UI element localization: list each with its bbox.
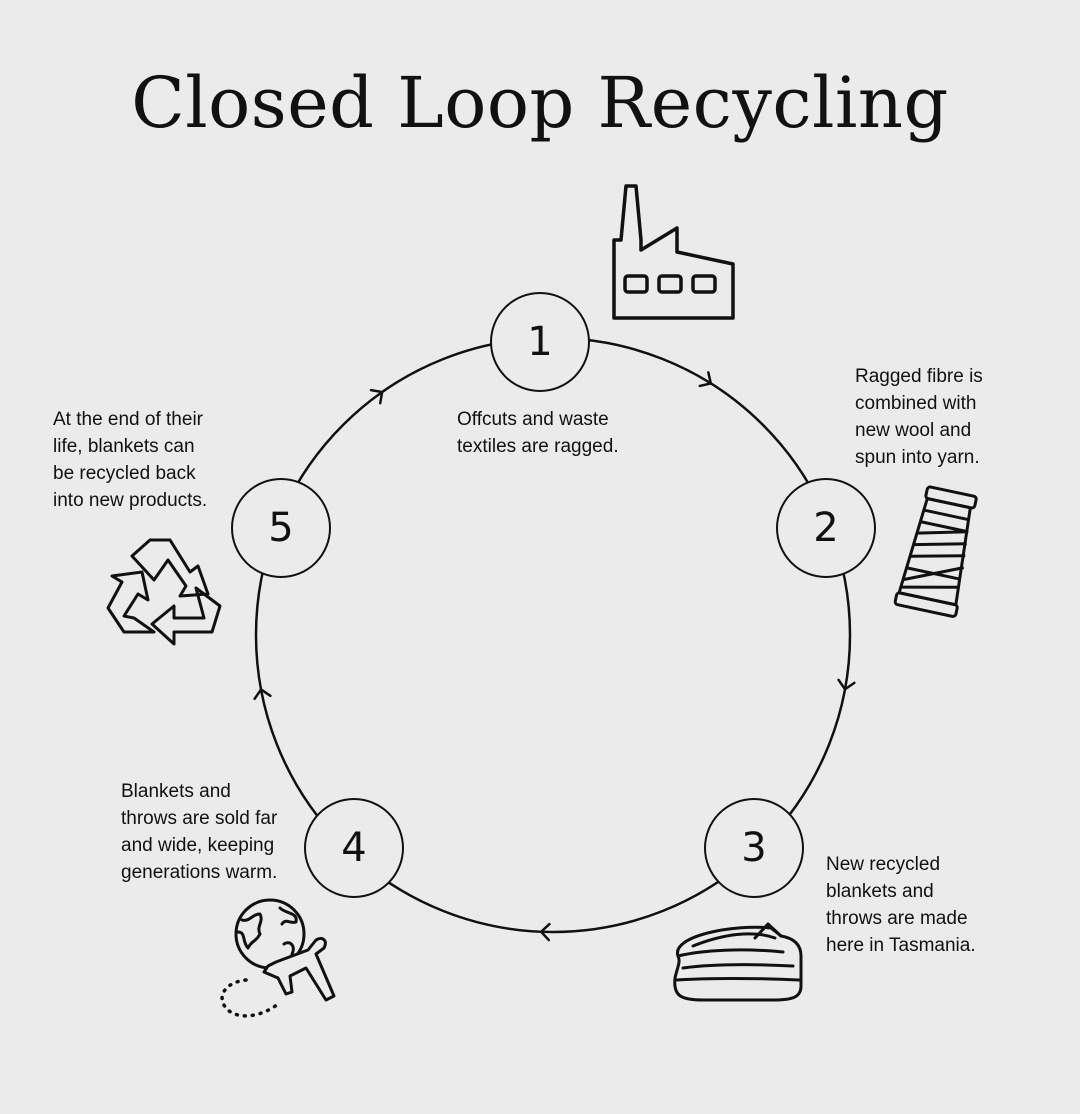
step-2-circle: 2: [776, 478, 876, 578]
step-number: 4: [341, 825, 367, 871]
page-title: Closed Loop Recycling: [131, 62, 949, 144]
step-number: 3: [741, 825, 767, 871]
flow-arrow: [837, 678, 856, 691]
step-3-circle: 3: [704, 798, 804, 898]
step-number: 2: [813, 505, 839, 551]
globe-plane-icon: [220, 898, 336, 1018]
flow-arrow: [369, 388, 384, 405]
step-4-circle: 4: [304, 798, 404, 898]
recycle-icon: [106, 538, 222, 646]
factory-icon: [612, 184, 735, 320]
flow-arrow: [253, 688, 272, 701]
yarn-spool-icon: [893, 485, 978, 618]
flow-arrow: [698, 371, 713, 388]
step-1-circle: 1: [490, 292, 590, 392]
step-number: 1: [527, 319, 553, 365]
step-number: 5: [268, 505, 294, 551]
step-5-circle: 5: [231, 478, 331, 578]
flow-arrow: [539, 922, 551, 942]
folded-blanket-icon: [673, 922, 803, 1002]
